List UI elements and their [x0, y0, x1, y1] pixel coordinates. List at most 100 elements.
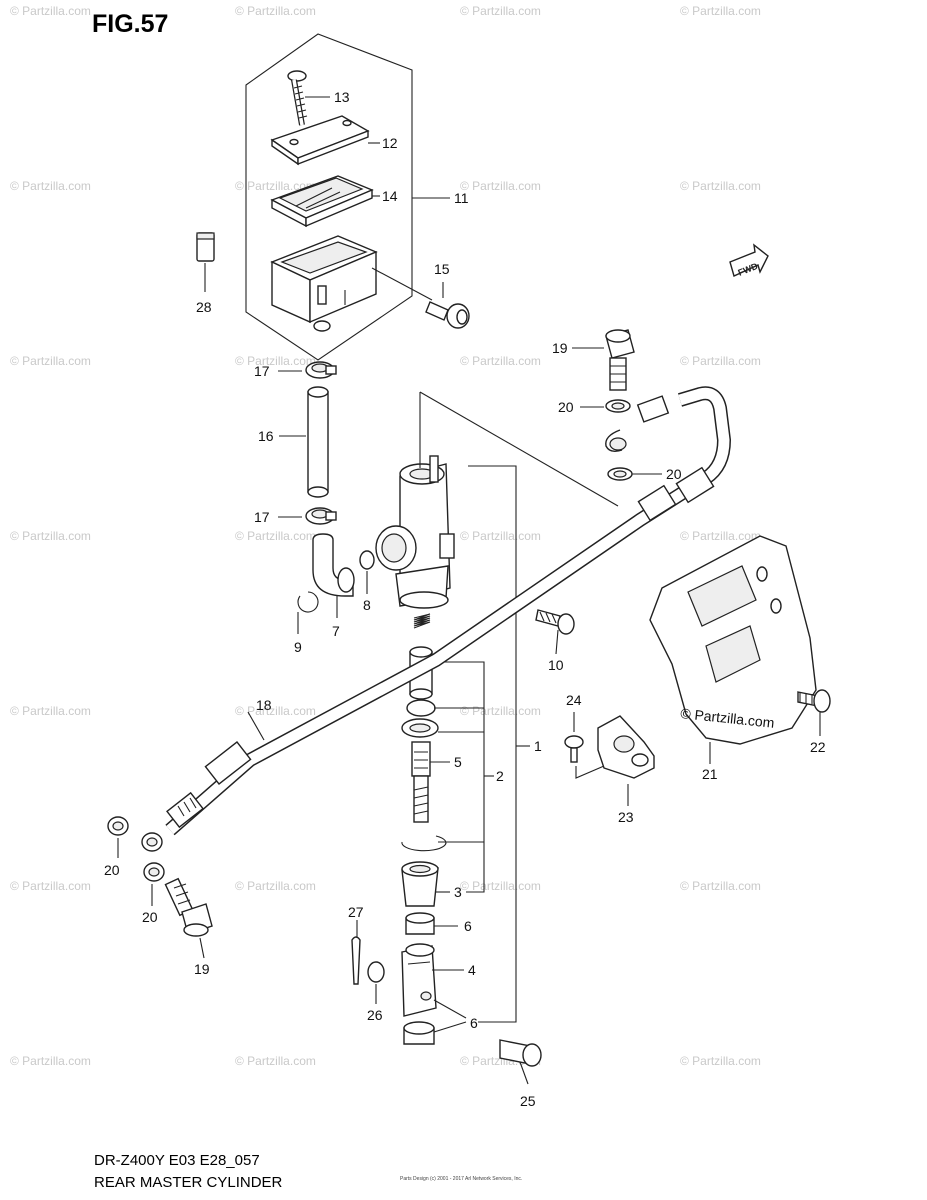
part-6-nut-top: [405, 912, 435, 935]
callout-21: 21: [702, 766, 718, 782]
svg-text:© Partzilla.com: © Partzilla.com: [10, 354, 91, 368]
part-3-boot: [401, 861, 439, 907]
part-19-banjo-bolt-bottom: [164, 877, 213, 937]
svg-text:© Partzilla.com: © Partzilla.com: [235, 354, 316, 368]
callout-17a: 17: [254, 363, 270, 379]
callout-13: 13: [334, 89, 350, 105]
svg-text:© Partzilla.com: © Partzilla.com: [10, 1054, 91, 1068]
svg-text:© Partzilla.com: © Partzilla.com: [680, 1054, 761, 1068]
callout-19a: 19: [552, 340, 568, 356]
callout-6b: 6: [470, 1015, 478, 1031]
svg-text:© Partzilla.com: © Partzilla.com: [460, 179, 541, 193]
callout-20d: 20: [142, 909, 158, 925]
part-19-banjo-bolt-top: [605, 329, 635, 391]
svg-text:© Partzilla.com: © Partzilla.com: [235, 1054, 316, 1068]
part-23-bracket: [597, 715, 655, 779]
cup: [401, 718, 439, 738]
svg-text:© Partzilla.com: © Partzilla.com: [680, 4, 761, 18]
callout-16: 16: [258, 428, 274, 444]
part-7-elbow-fitting: [312, 533, 355, 618]
svg-text:© Partzilla.com: © Partzilla.com: [235, 879, 316, 893]
part-16-hose: [307, 386, 329, 498]
callout-6a: 6: [464, 918, 472, 934]
part-18-brake-hose: [141, 386, 732, 852]
figure-title: FIG.57: [92, 10, 168, 38]
callout-28: 28: [196, 299, 212, 315]
callout-9: 9: [294, 639, 302, 655]
diagram-caption: REAR MASTER CYLINDER: [94, 1174, 283, 1191]
callout-14: 14: [382, 188, 398, 204]
svg-text:© Partzilla.com: © Partzilla.com: [235, 179, 316, 193]
callout-20c: 20: [104, 862, 120, 878]
callout-2: 2: [496, 768, 504, 784]
seal: [406, 699, 436, 717]
callout-labels: 13 12 14 11 15 28 17 16 17 19 20 20 8 7 …: [104, 89, 826, 1109]
svg-text:© Partzilla.com: © Partzilla.com: [460, 704, 541, 718]
svg-text:© Partzilla.com: © Partzilla.com: [680, 879, 761, 893]
spring: [413, 613, 431, 629]
svg-text:© Partzilla.com: © Partzilla.com: [460, 529, 541, 543]
callout-26: 26: [367, 1007, 383, 1023]
part-5-push-rod: [411, 741, 431, 823]
svg-text:© Partzilla.com: © Partzilla.com: [10, 179, 91, 193]
part-6-nut-bottom: [403, 1021, 435, 1045]
svg-text:© Partzilla.com: © Partzilla.com: [680, 529, 761, 543]
callout-4: 4: [468, 962, 476, 978]
callout-10: 10: [548, 657, 564, 673]
svg-text:© Partzilla.com: © Partzilla.com: [460, 879, 541, 893]
reservoir-group-outline: [245, 33, 413, 361]
reservoir-body: [270, 235, 378, 332]
part-4-clevis: [401, 943, 437, 1017]
callout-22: 22: [810, 739, 826, 755]
part-25-clevis-pin: [499, 1039, 542, 1085]
svg-text:© Partzilla.com: © Partzilla.com: [460, 354, 541, 368]
callout-19b: 19: [194, 961, 210, 977]
part-28-label-plate: [196, 232, 215, 292]
model-code: DR-Z400Y E03 E28_057: [94, 1152, 260, 1169]
callout-27: 27: [348, 904, 364, 920]
callout-7: 7: [332, 623, 340, 639]
part-24-screw: [564, 735, 584, 763]
callout-17b: 17: [254, 509, 270, 525]
callout-11: 11: [454, 190, 469, 206]
part-17-hose-clamp-top: [305, 361, 337, 379]
small-print: Parts Design (c) 2001 - 2017 Arl Network…: [400, 1176, 522, 1182]
svg-text:© Partzilla.com: © Partzilla.com: [10, 879, 91, 893]
svg-text:© Partzilla.com: © Partzilla.com: [10, 4, 91, 18]
part-17-hose-clamp-bottom: [305, 507, 337, 525]
callout-25: 25: [520, 1093, 536, 1109]
part-10-screw: [535, 609, 575, 655]
svg-text:© Partzilla.com: © Partzilla.com: [680, 179, 761, 193]
svg-text:© Partzilla.com: © Partzilla.com: [680, 354, 761, 368]
callout-18: 18: [256, 697, 272, 713]
watermark-layer: © Partzilla.com © Partzilla.com © Partzi…: [10, 4, 761, 1068]
svg-text:© Partzilla.com: © Partzilla.com: [235, 529, 316, 543]
part-27-cotter-pin: [351, 936, 361, 985]
part-8-o-ring: [359, 550, 375, 570]
master-cylinder-body: [375, 455, 455, 609]
fwd-arrow-icon: FWD: [729, 243, 769, 278]
part-22-screw: [797, 689, 831, 713]
part-14-diaphragm: [270, 175, 374, 228]
callout-3: 3: [454, 884, 462, 900]
svg-text:© Partzilla.com: © Partzilla.com: [10, 529, 91, 543]
callout-12: 12: [382, 135, 398, 151]
callout-5: 5: [454, 754, 462, 770]
svg-text:© Partzilla.com: © Partzilla.com: [235, 4, 316, 18]
part-9-circlip: [297, 591, 319, 613]
callout-8: 8: [363, 597, 371, 613]
svg-text:© Partzilla.com: © Partzilla.com: [460, 4, 541, 18]
part-12-reservoir-cap: [270, 115, 370, 166]
callout-24: 24: [566, 692, 582, 708]
callout-20a: 20: [558, 399, 574, 415]
part-26-washer: [367, 961, 385, 983]
part-13-screw: [287, 70, 308, 126]
callout-1: 1: [534, 738, 542, 754]
svg-text:© Partzilla.com: © Partzilla.com: [10, 704, 91, 718]
part-15-screw: [371, 267, 470, 329]
callout-15: 15: [434, 261, 450, 277]
snap-ring: [401, 835, 447, 852]
callout-23: 23: [618, 809, 634, 825]
callout-20b: 20: [666, 466, 682, 482]
